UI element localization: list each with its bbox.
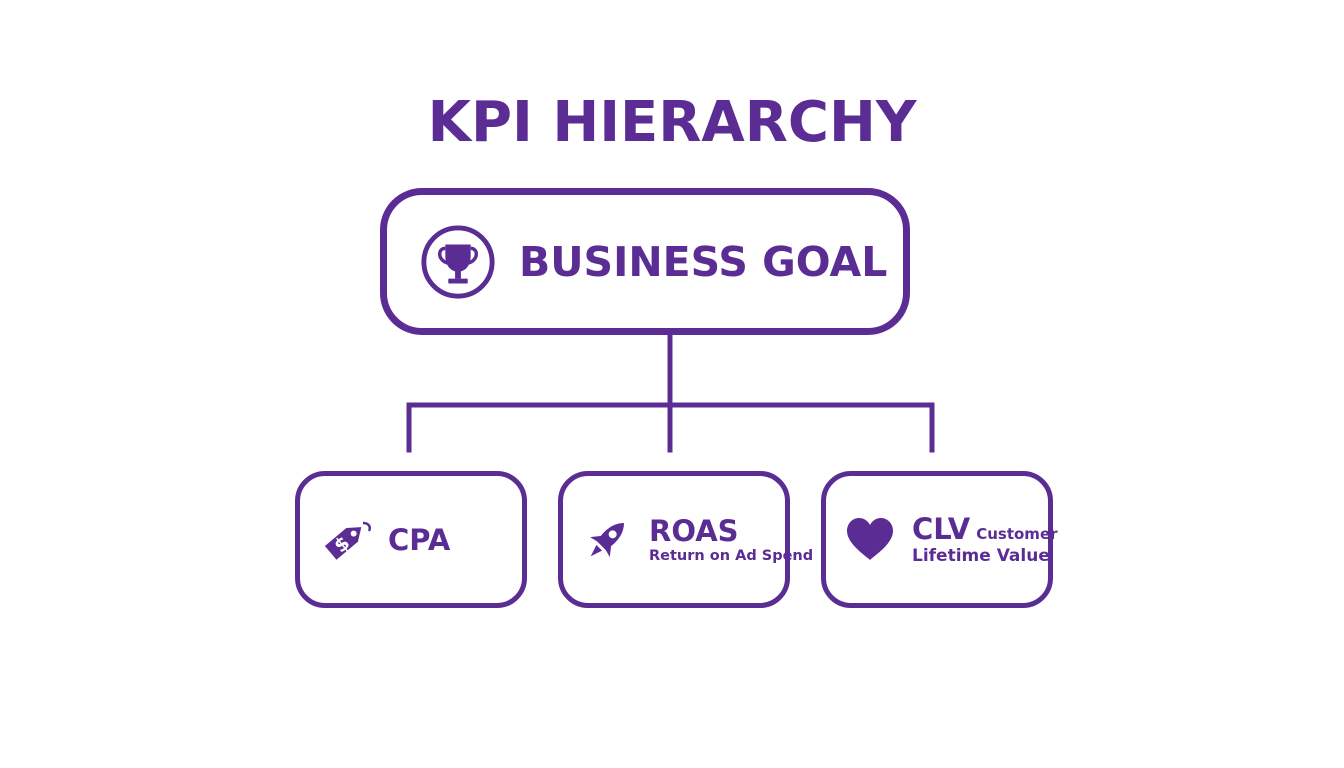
kpi-cpa-name: CPA [388,522,451,557]
price-tag-icon: $ [324,521,371,560]
business-goal-label: BUSINESS GOAL [519,237,888,286]
diagram-title: KPI HIERARCHY [427,90,917,155]
kpi-clv-name: CLV [912,511,971,546]
kpi-clv-subtitle-line1: Customer [976,524,1058,543]
business-goal-node[interactable]: BUSINESS GOAL [380,188,910,335]
kpi-clv-subtitle-line2: Lifetime Value [912,545,1050,566]
rocket-icon [590,522,624,557]
kpi-roas-name: ROAS [649,513,739,548]
trophy-icon [421,224,495,299]
heart-icon [847,517,893,560]
kpi-node-roas[interactable]: ROAS Return on Ad Spend [558,471,813,608]
kpi-node-clv[interactable]: CLV Customer Lifetime Value [821,471,1058,608]
kpi-roas-subtitle: Return on Ad Spend [649,547,814,564]
kpi-node-cpa[interactable]: $ CPA [295,471,527,608]
